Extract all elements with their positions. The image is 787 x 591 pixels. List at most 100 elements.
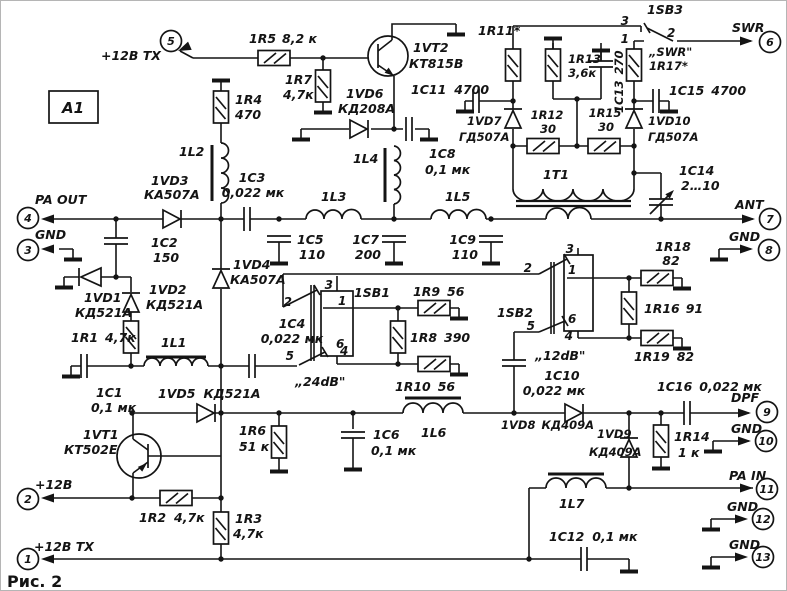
vd2-ref: 1VD2 [149, 282, 186, 297]
vt2-value: КТ815В [409, 56, 463, 71]
resistor-1R11: 1R11* [478, 23, 522, 82]
tr1-ref: 1Т1 [543, 167, 569, 182]
vd1-value: КД521А [75, 305, 132, 320]
sb1-contact-4: 4 [339, 344, 348, 358]
terminal-8-num: 8 [765, 244, 773, 257]
l2-ref: 1L2 [179, 144, 204, 159]
terminal-10: 10 GND [702, 421, 778, 454]
terminal-2-num: 2 [24, 493, 32, 506]
terminal-1-label: +12В TX [34, 539, 95, 554]
c4-value: 0,022 мк [261, 331, 324, 346]
c16-ref: 1С16 [657, 379, 693, 394]
resistor-1R18: 1R18 82 [640, 239, 693, 291]
resistor-1R4: 1R4 470 [210, 78, 262, 124]
sb3-contact-2: 2 [667, 26, 675, 40]
c10-value: 0,022 мк [523, 383, 586, 398]
r15-value: 30 [598, 120, 614, 134]
terminal-7-label: ANT [734, 197, 765, 212]
terminal-10-num: 10 [758, 435, 774, 448]
terminal-11: 11 PA IN [729, 468, 779, 501]
sb2-contact-3: 3 [566, 242, 574, 256]
inductor-1L3: 1L3 [305, 189, 362, 220]
vd6-ref: 1VD6 [346, 86, 384, 101]
vd10-value: ГД507А [648, 130, 698, 144]
vd8-value: КД409А [541, 418, 594, 432]
r15-ref: 1R15 [589, 106, 622, 120]
resistor-1R14: 1R14 1 к [650, 424, 710, 471]
vd6-value: КД208А [338, 101, 395, 116]
sb1-contact-5: 5 [286, 349, 294, 363]
r9-ref: 1R9 [413, 284, 440, 299]
sb2-contact-6: 6 [568, 312, 576, 326]
diode-1VD1: 1VD1 КД521А [53, 266, 132, 320]
c5-value: 110 [299, 247, 325, 262]
r9-value: 56 [447, 284, 465, 299]
terminal-4-num: 4 [23, 212, 32, 225]
capacitor-1C2: 1С2 150 [103, 235, 179, 265]
vt1-ref: 1VT1 [83, 427, 119, 442]
transistor-1VT2: 1VT2 КТ815В [367, 22, 467, 79]
l3-ref: 1L3 [321, 189, 346, 204]
l7-ref: 1L7 [559, 496, 585, 511]
vt1-value: КТ502Е [64, 442, 118, 457]
diode-1VD4: 1VD4 КА507А [211, 257, 286, 289]
terminal-4: 4 PA OUT [16, 192, 88, 230]
resistor-1R15: 1R15 30 [587, 106, 622, 155]
vd7-value: ГД507А [459, 130, 509, 144]
sb1-ref: 1SB1 [354, 285, 390, 300]
terminal-11-label: PA IN [729, 468, 767, 483]
r14-ref: 1R14 [674, 429, 710, 444]
vd5-value: КД521А [203, 386, 260, 401]
sb1-contact-3: 3 [325, 278, 333, 292]
vd4-value: КА507А [230, 272, 286, 287]
terminal-13-num: 13 [755, 551, 771, 564]
terminal-1-num: 1 [24, 553, 32, 566]
sb2-ref: 1SB2 [497, 305, 533, 320]
c8-value: 0,1 мк [425, 162, 471, 177]
terminal-6-num: 6 [766, 36, 774, 49]
terminal-9-label: DPF [731, 390, 760, 405]
module-label: А1 [61, 99, 84, 117]
terminal-3: 3 GND [16, 227, 84, 262]
r2-value: 4,7к [173, 510, 205, 525]
terminal-13: 13 GND [700, 537, 775, 570]
c1-value: 0,1 мк [91, 400, 137, 415]
vd3-ref: 1VD3 [151, 173, 188, 188]
r4-ref: 1R4 [235, 92, 262, 107]
module-box: А1 [48, 90, 99, 124]
c2-value: 150 [153, 250, 179, 265]
r19-ref: 1R19 [634, 349, 670, 364]
c1-ref: 1С1 [96, 385, 123, 400]
vd7-ref: 1VD7 [467, 114, 501, 128]
diode-1VD6: 1VD6 КД208А [290, 86, 395, 142]
resistor-1R3: 1R3 4,7к [212, 511, 264, 545]
c15-ref: 1С15 [669, 83, 705, 98]
terminal-4-label: PA OUT [35, 192, 88, 207]
sb3-contact-3: 3 [621, 14, 629, 28]
r1-value: 4,7к [104, 330, 136, 345]
r17-ref: 1R17* [649, 59, 688, 73]
r12-ref: 1R12 [531, 108, 564, 122]
capacitor-1C1: 1С1 0,1 мк [60, 353, 137, 415]
vd9-value: КД409А [589, 445, 642, 459]
l4-ref: 1L4 [353, 151, 378, 166]
r11-ref: 1R11* [478, 23, 521, 38]
r14-value: 1 к [678, 445, 700, 460]
switch-1SB3: 1SB3 3 1 2 [621, 2, 683, 46]
capacitor-1C13-label: 1С13270 [612, 51, 626, 113]
c7-value: 200 [355, 247, 381, 262]
terminal-9-num: 9 [763, 406, 771, 419]
r5-ref: 1R5 [249, 31, 276, 46]
capacitor-1C7: 1С7 200 [352, 232, 407, 266]
